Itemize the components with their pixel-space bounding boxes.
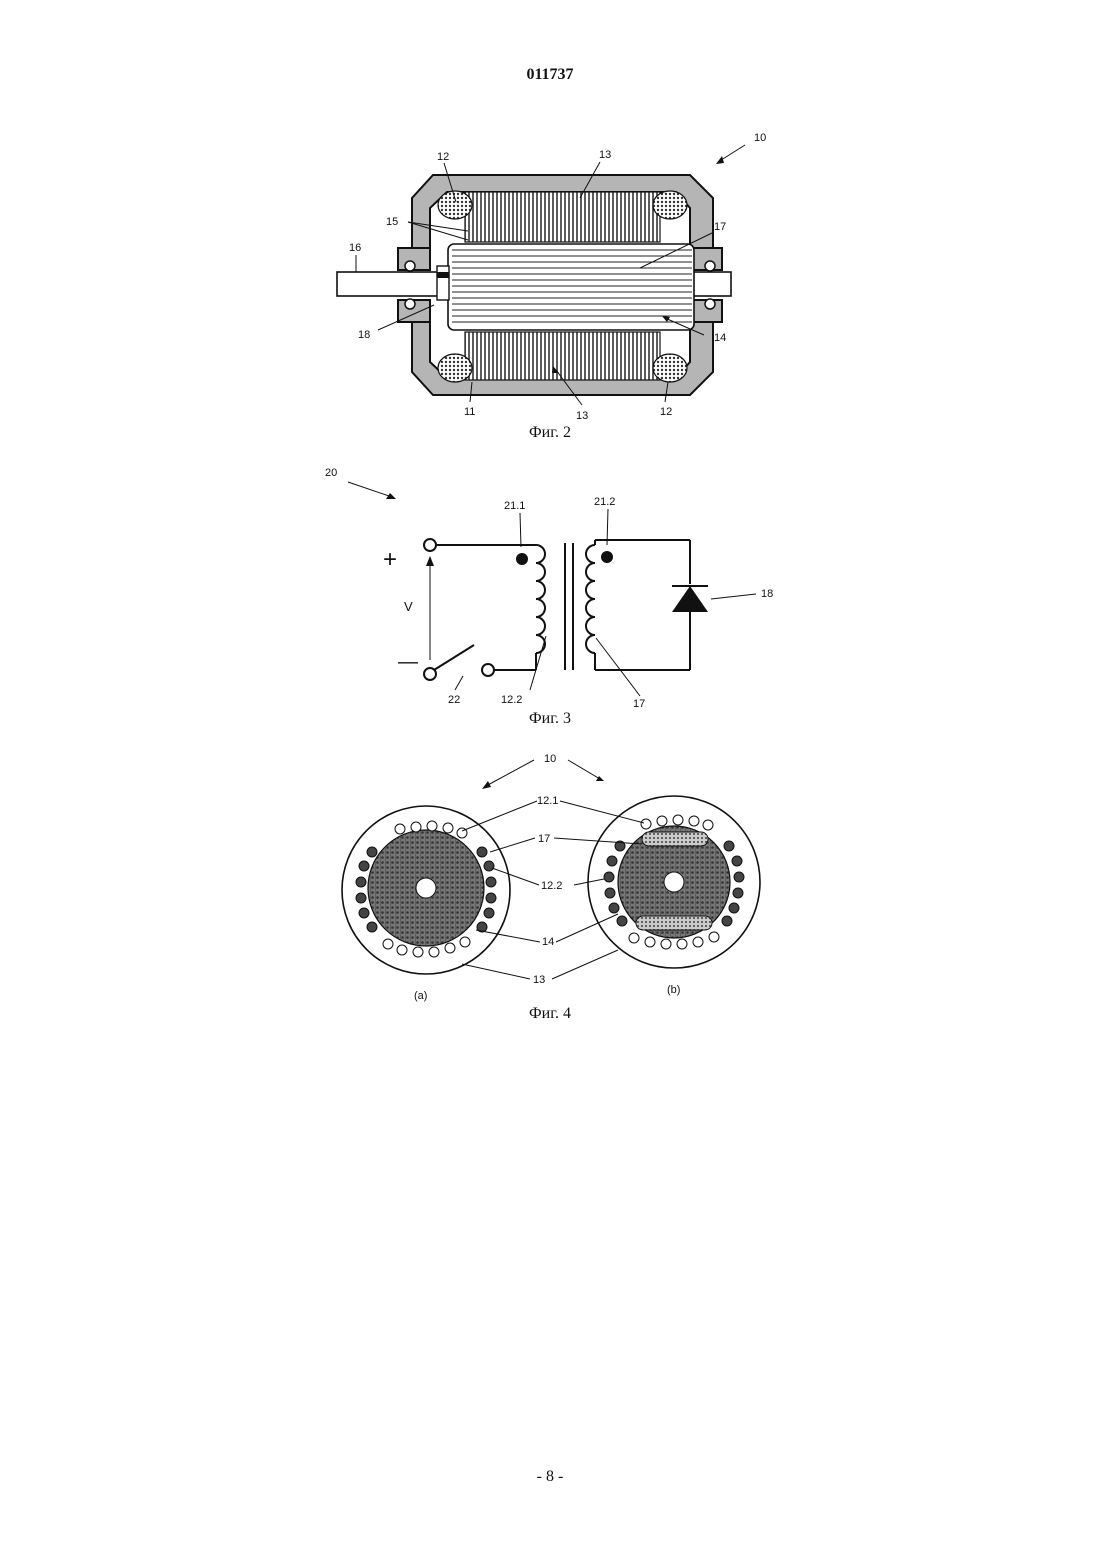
fig3-label-22: 22 [448, 694, 460, 706]
fig2-label-13-top: 13 [599, 149, 611, 161]
fig2-label-12-top: 12 [437, 151, 449, 163]
fig2-label-15: 15 [386, 216, 398, 228]
diode-symbol [672, 586, 708, 612]
fig2-caption: Фиг. 2 [0, 424, 1100, 442]
fig3-label-plus: + [383, 546, 397, 573]
figure-2-motor-cross-section: 10 12 13 15 16 17 18 14 11 13 12 [0, 0, 1100, 440]
fig3-label-18: 18 [761, 588, 773, 600]
fig2-label-11: 11 [464, 406, 475, 418]
fig4-label-a: (a) [414, 990, 427, 1002]
fig2-label-10: 10 [754, 132, 766, 144]
fig3-caption: Фиг. 3 [0, 710, 1100, 728]
fig4-label-12-2: 12.2 [541, 880, 562, 892]
fig3-label-21-1: 21.1 [504, 500, 525, 512]
fig4-rotor-a [342, 806, 510, 974]
fig4-label-b: (b) [667, 984, 680, 996]
fig3-label-17: 17 [633, 698, 645, 710]
fig4-label-13: 13 [533, 974, 545, 986]
fig4-label-10: 10 [544, 753, 556, 765]
fig2-label-16: 16 [349, 242, 361, 254]
fig4-caption: Фиг. 4 [0, 1005, 1100, 1023]
fig2-label-17: 17 [714, 221, 726, 233]
page-number: - 8 - [0, 1468, 1100, 1486]
fig3-label-20: 20 [325, 467, 337, 479]
fig3-label-minus: — [398, 651, 418, 673]
fig4-label-17: 17 [538, 833, 550, 845]
fig4-rotor-b [588, 796, 760, 968]
fig3-label-21-2: 21.2 [594, 496, 615, 508]
fig2-label-13-bottom: 13 [576, 410, 588, 422]
figure-3-circuit-diagram: 20 21.1 21.2 + — V 18 12.2 22 17 [0, 450, 1100, 720]
fig3-label-v: V [404, 599, 413, 614]
figure-4-rotor-cross-sections: 10 12.1 17 12.2 14 13 (a) (b) [0, 740, 1100, 1010]
fig2-label-12-bottom: 12 [660, 406, 672, 418]
fig2-label-18: 18 [358, 329, 370, 341]
fig4-label-12-1: 12.1 [537, 795, 558, 807]
fig2-label-14: 14 [714, 332, 726, 344]
fig4-label-14: 14 [542, 936, 554, 948]
fig3-label-12-2: 12.2 [501, 694, 522, 706]
